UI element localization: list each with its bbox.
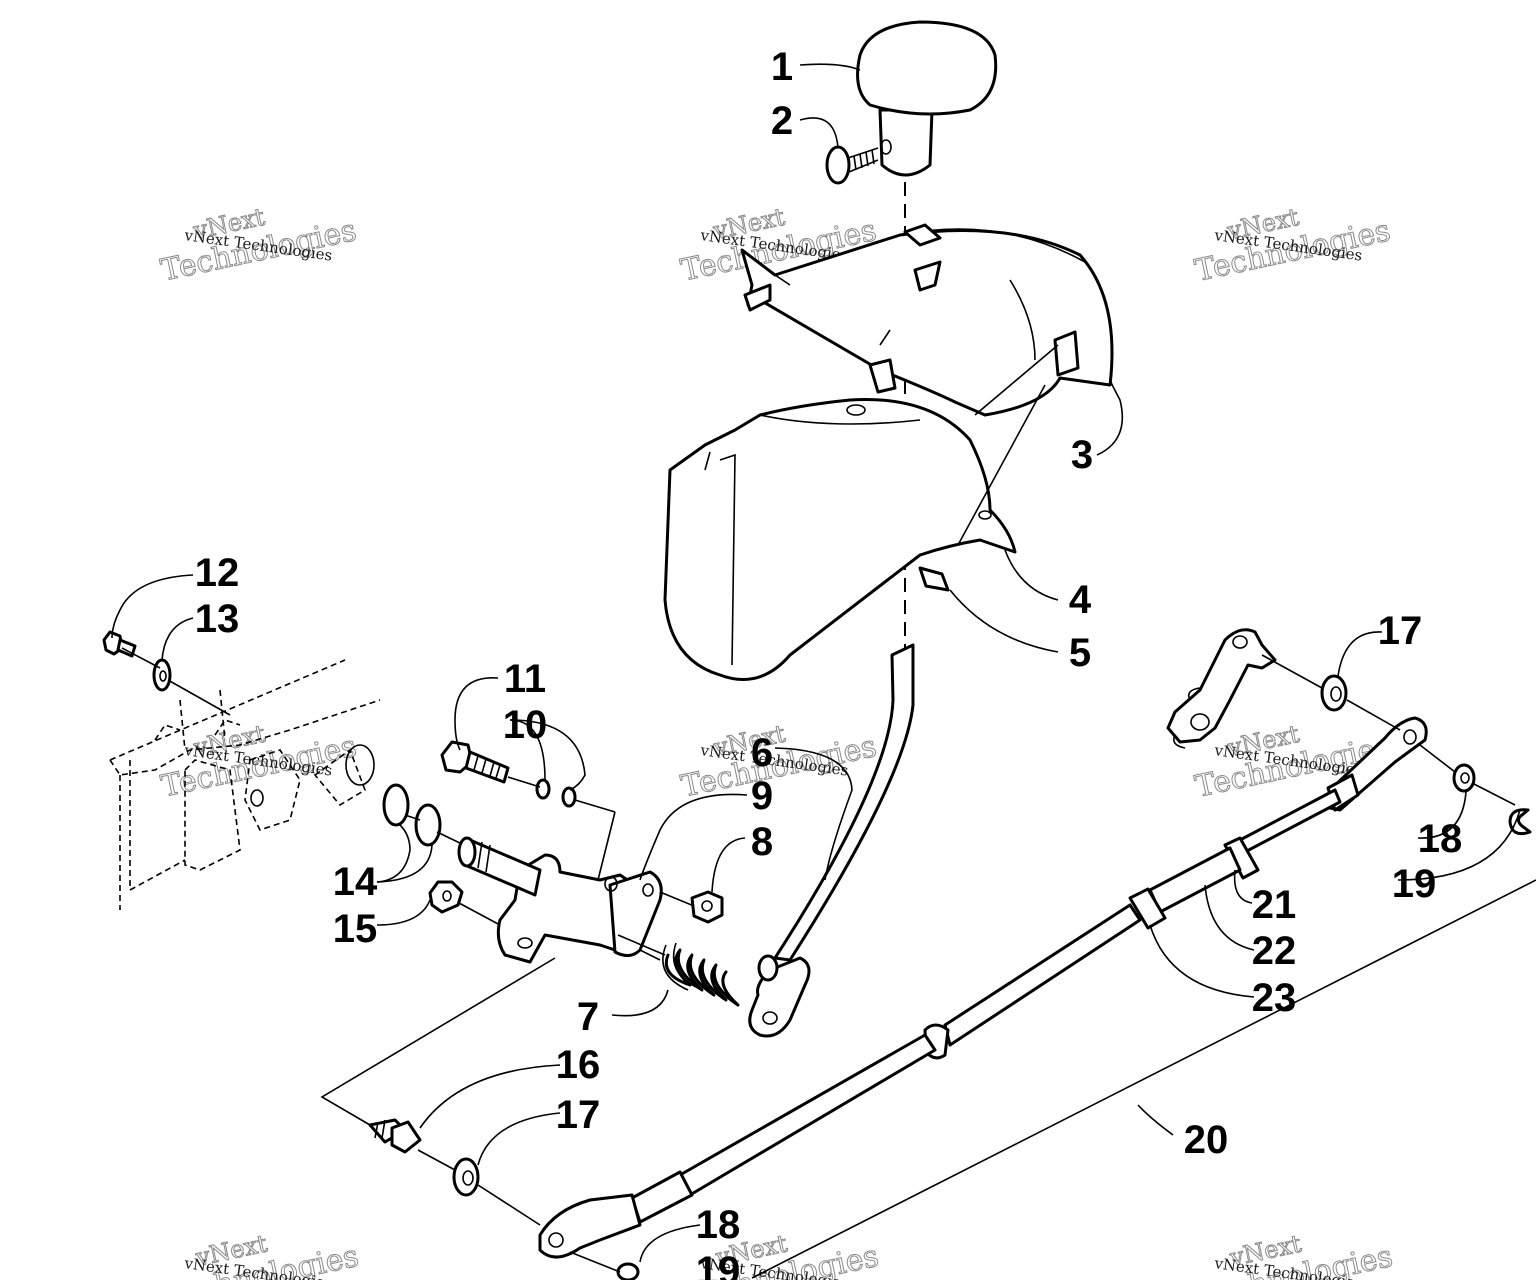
- callout-13: 13: [195, 597, 240, 641]
- callout-15: 15: [333, 907, 378, 951]
- bushing-17-upper: [1320, 674, 1348, 712]
- flange-nut-15: [428, 880, 464, 914]
- linkage-arm: [1166, 628, 1277, 749]
- callout-8: 8: [751, 820, 773, 864]
- ball-stud: [368, 1118, 422, 1154]
- shift-rod-assembly: [538, 716, 1428, 1259]
- frame-reference: [109, 659, 381, 910]
- knob-screw: [825, 145, 879, 185]
- callout-labels: 1 2 3 4 5 6 7 8 9 10 11 12 13 14 15 16 1…: [195, 45, 1463, 1280]
- callout-19-upper: 19: [1392, 862, 1437, 906]
- pivot-bolt: [440, 740, 510, 784]
- callout-18-upper: 18: [1418, 817, 1463, 861]
- grommet: [918, 566, 950, 592]
- callout-10: 10: [503, 703, 548, 747]
- callout-17-lower: 17: [556, 1093, 601, 1137]
- callout-14: 14: [333, 860, 378, 904]
- callout-5: 5: [1069, 631, 1091, 675]
- callout-12: 12: [195, 551, 240, 595]
- shift-cover-upper: [740, 223, 1114, 417]
- o-rings-10: [535, 778, 577, 808]
- callout-16: 16: [556, 1043, 601, 1087]
- shift-cover-lower: [663, 398, 1017, 681]
- washer-18-upper: [1452, 763, 1476, 793]
- callout-11: 11: [504, 657, 546, 701]
- assembly-lines: [121, 344, 1536, 1279]
- callout-20: 20: [1184, 1118, 1229, 1162]
- shift-knob: [856, 20, 998, 177]
- leader-lines: [111, 63, 1521, 1263]
- e-clip-19-upper: [1508, 808, 1532, 836]
- callout-21: 21: [1252, 883, 1297, 927]
- callout-9: 9: [751, 774, 773, 818]
- callout-23: 23: [1252, 976, 1297, 1020]
- callout-19-lower: 19: [696, 1249, 741, 1280]
- callout-4: 4: [1069, 578, 1092, 622]
- shift-bracket: [457, 836, 663, 964]
- washer-13: [152, 658, 172, 692]
- callout-7: 7: [577, 995, 599, 1039]
- shift-lever: [748, 643, 915, 1038]
- o-rings-14: [382, 783, 442, 847]
- callout-18-lower: 18: [696, 1203, 741, 1247]
- lock-nut-8: [690, 890, 724, 924]
- callout-1: 1: [771, 45, 793, 89]
- callout-6: 6: [751, 731, 773, 775]
- callout-2: 2: [771, 99, 793, 143]
- callout-3: 3: [1071, 433, 1093, 477]
- washer-18-lower: [616, 1262, 640, 1280]
- bushing-17-lower: [452, 1157, 480, 1197]
- callout-22: 22: [1252, 929, 1297, 973]
- callout-17-upper: 17: [1378, 609, 1423, 653]
